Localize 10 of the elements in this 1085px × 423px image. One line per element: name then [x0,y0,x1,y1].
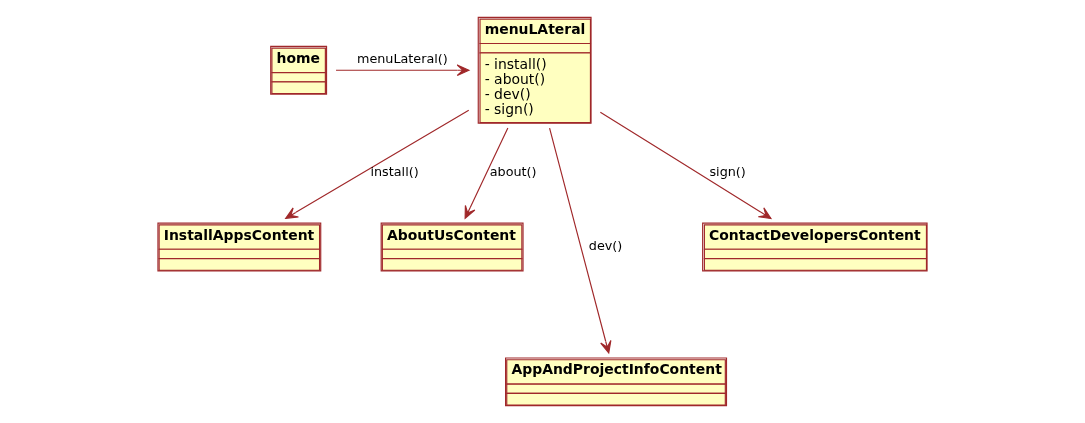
arrow [549,127,612,354]
edge-label: about() [489,164,537,180]
edge-label: dev() [588,238,623,254]
edge-label: install() [370,164,419,180]
arrow [335,64,470,77]
arrow [285,109,470,219]
edge-label: menuLateral() [356,51,448,67]
arrow [599,111,772,220]
edge-label: sign() [709,164,746,180]
arrow [464,127,509,219]
